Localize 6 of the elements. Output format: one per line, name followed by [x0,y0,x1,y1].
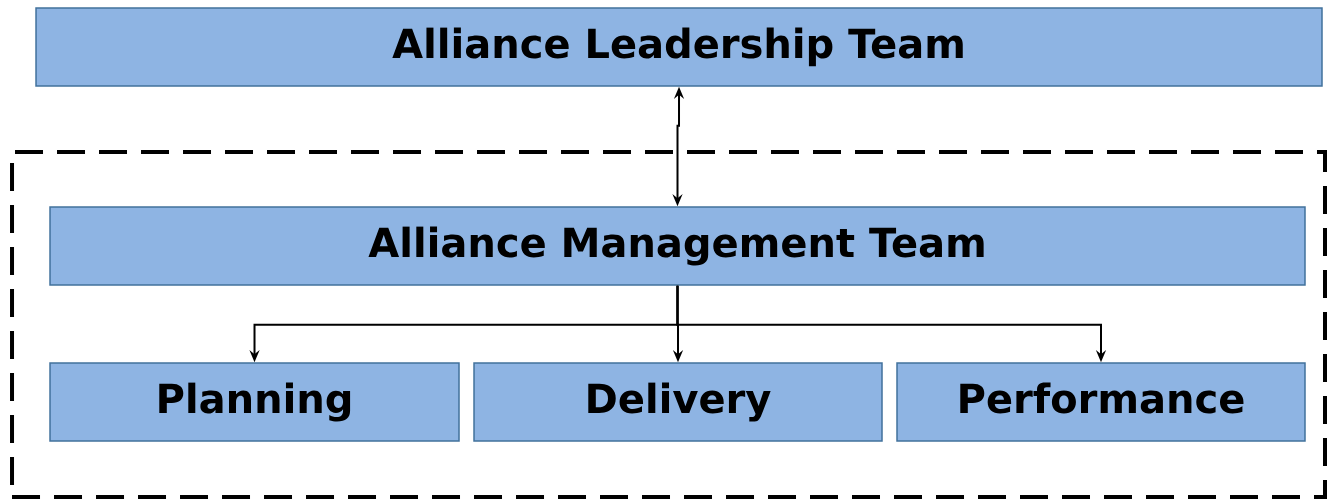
team-box: Performance [896,362,1306,442]
dashed-boundary [10,150,1327,499]
team-box: Delivery [473,362,883,442]
team-box: Alliance Leadership Team [35,7,1323,87]
team-box: Alliance Management Team [49,206,1306,286]
team-box: Planning [49,362,460,442]
